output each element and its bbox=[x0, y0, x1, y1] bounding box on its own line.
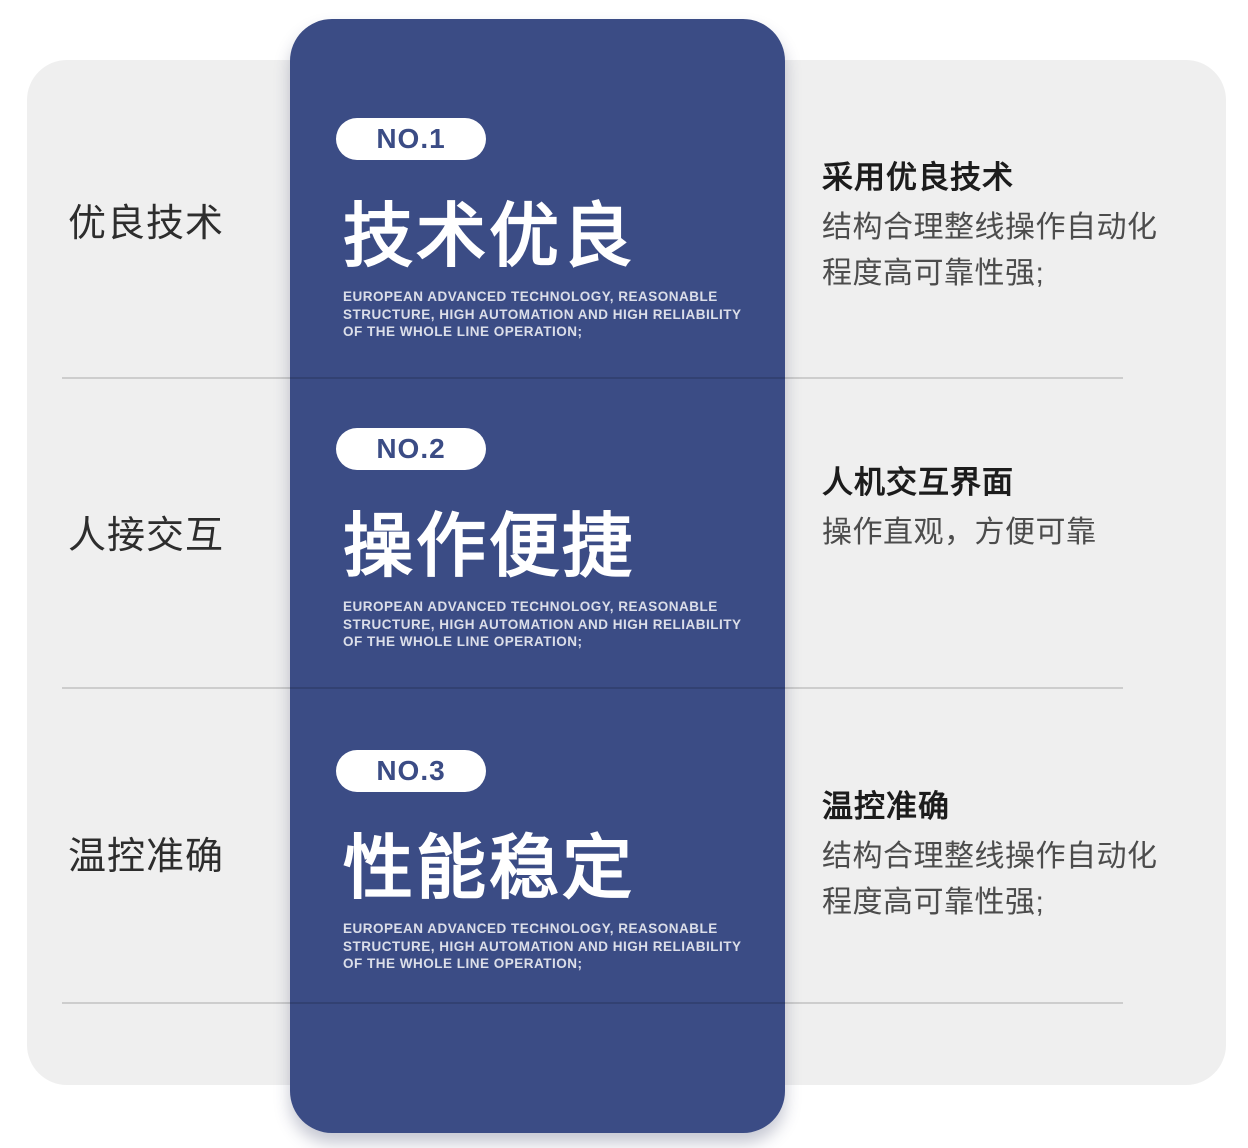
card-subtitle-1: EUROPEAN ADVANCED TECHNOLOGY, REASONABLE… bbox=[343, 289, 742, 339]
right-title-2: 人机交互界面 bbox=[822, 465, 1014, 500]
left-label-section-2: 人接交互 bbox=[68, 515, 225, 557]
left-label-section-1: 优良技术 bbox=[68, 203, 225, 245]
section-divider-3 bbox=[62, 1002, 1123, 1004]
card-subtitle-2: EUROPEAN ADVANCED TECHNOLOGY, REASONABLE… bbox=[343, 599, 742, 649]
rank-badge-3: NO.3 bbox=[336, 750, 486, 792]
section-divider-1 bbox=[62, 377, 1123, 379]
right-title-1: 采用优良技术 bbox=[822, 160, 1014, 195]
card-subtitle-3: EUROPEAN ADVANCED TECHNOLOGY, REASONABLE… bbox=[343, 921, 742, 971]
left-label-section-3: 温控准确 bbox=[68, 836, 225, 878]
section-divider-2 bbox=[62, 687, 1123, 689]
feature-card: NO.1 技术优良 EUROPEAN ADVANCED TECHNOLOGY, … bbox=[290, 19, 785, 1133]
card-title-2: 操作便捷 bbox=[343, 507, 635, 585]
right-title-3: 温控准确 bbox=[822, 789, 950, 824]
right-text-section-1: 采用优良技术 结构合理整线操作自动化 程度高可靠性强; bbox=[822, 158, 1182, 297]
card-section-2: NO.2 操作便捷 EUROPEAN ADVANCED TECHNOLOGY, … bbox=[336, 428, 765, 651]
rank-badge-label: NO.1 bbox=[376, 123, 446, 154]
right-text-section-2: 人机交互界面 操作直观，方便可靠 bbox=[822, 463, 1182, 556]
rank-badge-label: NO.2 bbox=[376, 433, 446, 464]
card-section-1: NO.1 技术优良 EUROPEAN ADVANCED TECHNOLOGY, … bbox=[336, 118, 765, 341]
card-section-3: NO.3 性能稳定 EUROPEAN ADVANCED TECHNOLOGY, … bbox=[336, 750, 765, 973]
rank-badge-label: NO.3 bbox=[376, 755, 446, 786]
rank-badge-1: NO.1 bbox=[336, 118, 486, 160]
right-text-section-3: 温控准确 结构合理整线操作自动化 程度高可靠性强; bbox=[822, 787, 1182, 926]
right-body-2: 操作直观，方便可靠 bbox=[822, 516, 1097, 549]
right-body-3: 结构合理整线操作自动化 程度高可靠性强; bbox=[822, 840, 1158, 919]
right-body-1: 结构合理整线操作自动化 程度高可靠性强; bbox=[822, 211, 1158, 290]
rank-badge-2: NO.2 bbox=[336, 428, 486, 470]
card-title-3: 性能稳定 bbox=[343, 829, 635, 907]
card-title-1: 技术优良 bbox=[343, 197, 635, 275]
